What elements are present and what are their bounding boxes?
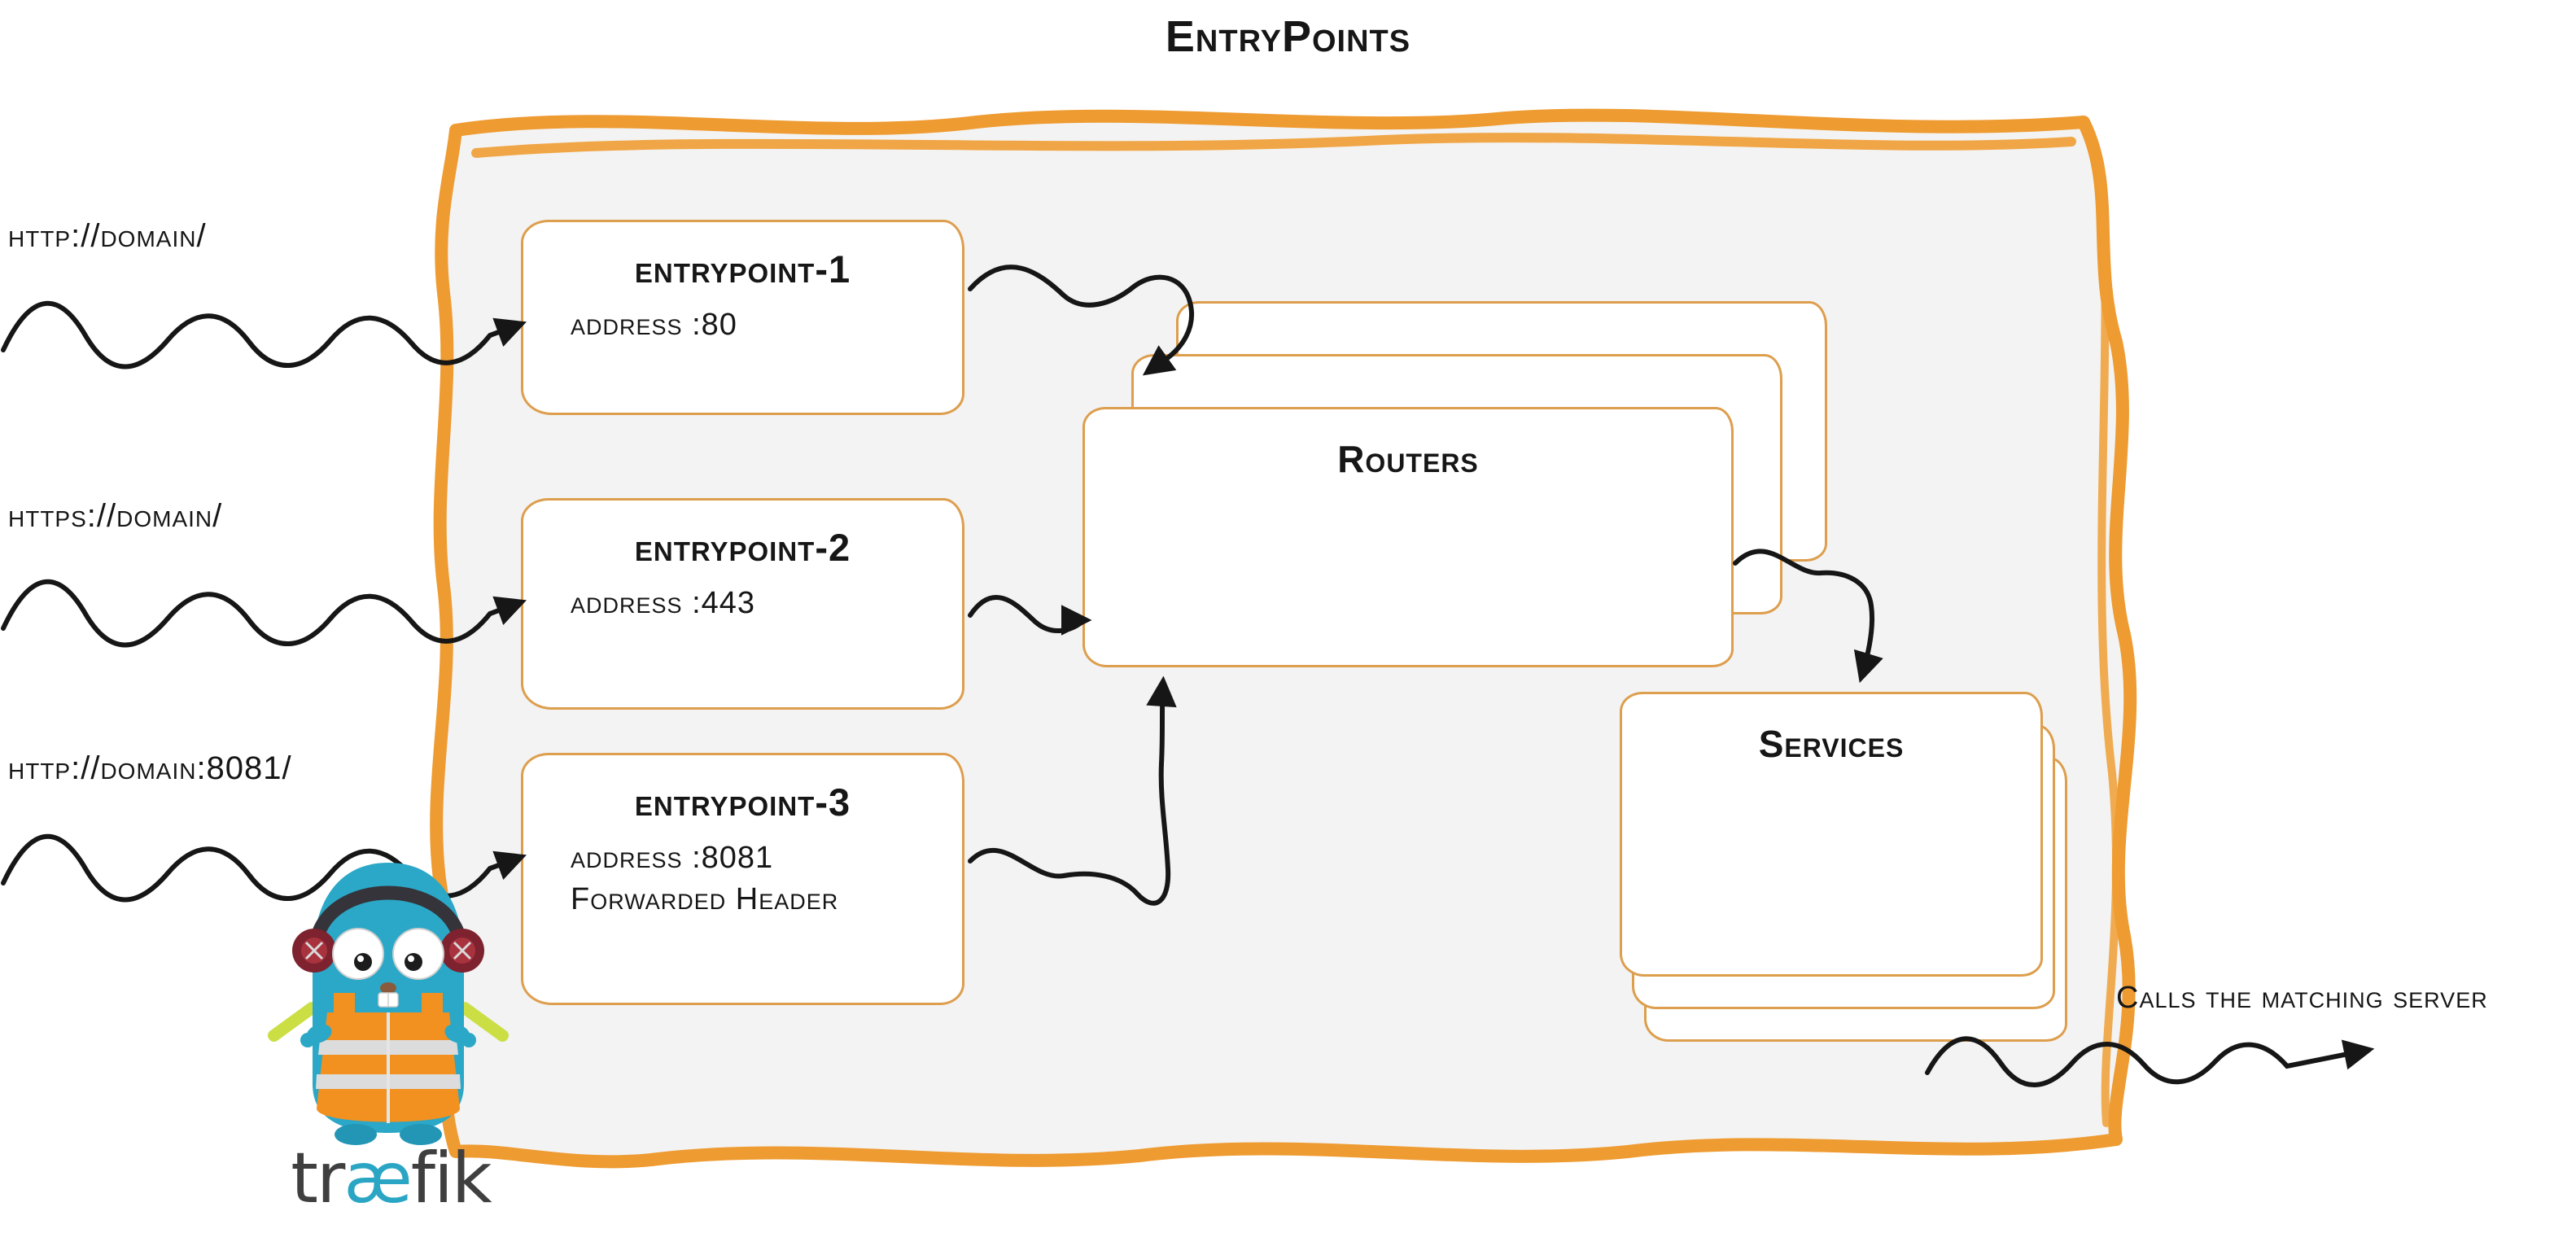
- headphone-cup-right-icon: [440, 929, 484, 973]
- routers-label: Routers: [1337, 438, 1479, 480]
- gopher-foot-right: [400, 1124, 442, 1145]
- routers-stack: Routers: [1082, 301, 1839, 676]
- proxy-panel-brush-stroke: [471, 133, 2076, 158]
- glowstick-right-icon: [458, 1002, 510, 1043]
- entrypoint-1-name: entrypoint-1: [634, 247, 851, 291]
- entrypoint-3-name: entrypoint-3: [634, 780, 851, 824]
- entrypoint-2-address: address :443: [571, 586, 756, 620]
- gopher-hand-right: [461, 1033, 476, 1047]
- headphone-cup-left-icon: [292, 929, 336, 973]
- gopher-teeth: [378, 992, 399, 1008]
- wordmark-tr: tr: [291, 1138, 345, 1219]
- outgoing-label: Calls the matching server: [2116, 981, 2488, 1015]
- traefik-wordmark: træfik: [244, 1138, 537, 1219]
- entrypoint-3-address: address :8081: [571, 841, 774, 875]
- entrypoint-2-name: entrypoint-2: [634, 526, 851, 569]
- proxy-panel-brush-stroke-right: [2096, 159, 2121, 1127]
- request-label-http-8081: http://domain:8081/: [8, 750, 292, 786]
- request-label-http: http://domain/: [8, 218, 207, 254]
- gopher-hand-left: [300, 1033, 315, 1047]
- diagram-title: EntryPoints: [1165, 12, 1411, 61]
- services-stack: Services: [1620, 692, 2075, 1050]
- services-card-front: Services: [1620, 692, 2043, 977]
- services-label: Services: [1758, 723, 1905, 765]
- traefik-gopher-logo: [267, 863, 510, 1145]
- gopher-nose: [380, 982, 396, 994]
- entrypoint-3-box: entrypoint-3 address :8081 Forwarded Hea…: [521, 753, 964, 1005]
- entrypoint-3-forwarded-header: Forwarded Header: [571, 882, 839, 916]
- entrypoint-1-address: address :80: [571, 308, 737, 342]
- entrypoint-2-box: entrypoint-2 address :443: [521, 498, 964, 710]
- gopher-eyes: [332, 928, 444, 980]
- routers-card-front: Routers: [1082, 407, 1734, 667]
- gopher-foot-left: [335, 1124, 377, 1145]
- request-label-https: https://domain/: [8, 498, 223, 534]
- safety-vest: [316, 993, 461, 1123]
- wordmark-fik: fik: [410, 1138, 492, 1219]
- glowstick-left-icon: [267, 1002, 318, 1043]
- wordmark-ae: æ: [343, 1138, 412, 1219]
- entrypoint-1-box: entrypoint-1 address :80: [521, 220, 964, 415]
